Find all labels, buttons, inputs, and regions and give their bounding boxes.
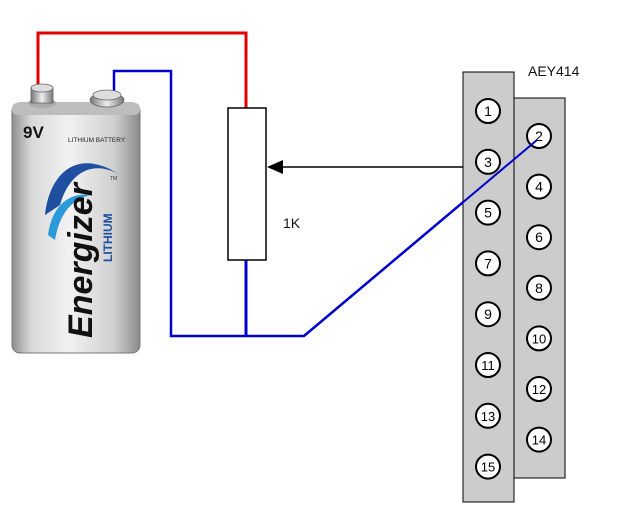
connector-pin-label: 9	[484, 306, 492, 322]
connector-pin-1	[475, 98, 501, 124]
energizer-swoosh-light-icon	[48, 194, 90, 240]
energizer-swoosh-icon	[45, 163, 120, 215]
battery-type-label: LITHIUM BATTERY	[68, 137, 126, 144]
connector-part-label: AEY414	[528, 63, 580, 79]
battery-voltage-label: 9V	[23, 123, 44, 142]
connector-pin-10	[526, 325, 552, 352]
connector-pin-4	[526, 173, 552, 200]
battery-brand-sub: LITHIUM	[101, 213, 115, 262]
battery-9v: 9V LITHIUM BATTERY TM Energizer LITHIUM	[11, 83, 141, 354]
connector-pin-label: 14	[532, 433, 546, 448]
connector-pin-3	[475, 148, 501, 175]
battery-brand: Energizer	[62, 181, 100, 338]
positive-wire	[36, 31, 248, 108]
potentiometer-1k	[227, 107, 267, 261]
positive-terminal	[28, 83, 56, 108]
resistor-value-label: 1K	[283, 215, 301, 231]
connector-pin-label: 4	[535, 179, 543, 195]
wiper-arrow-icon	[267, 160, 283, 174]
connector-pin-label: 12	[532, 382, 546, 397]
connector-pin-label: 6	[535, 229, 543, 245]
connector-pin-label: 1	[484, 103, 492, 119]
connector-pin-5	[475, 199, 501, 226]
negative-terminal	[89, 89, 125, 108]
connector-pin-label: 5	[484, 205, 492, 221]
connector-pin-label: 3	[484, 154, 492, 170]
connector-pin-15	[475, 453, 501, 480]
connector-pin-label: 15	[481, 460, 495, 475]
connector-odd-row	[462, 71, 515, 503]
connector-pin-7	[475, 250, 501, 277]
negative-wire-to-pin2	[303, 139, 538, 337]
connector-pin-label: 11	[481, 358, 495, 373]
connector-pin-13	[475, 402, 501, 429]
connector-pin-14	[526, 426, 552, 453]
connector-pin-11	[475, 352, 501, 378]
connector-pin-label: 8	[535, 280, 543, 296]
connector-pin-label: 13	[481, 409, 495, 424]
connector-pin-9	[475, 301, 501, 328]
connector-pin-8	[526, 274, 552, 301]
connector-pin-2	[526, 123, 552, 149]
connector-pin-label: 2	[535, 128, 543, 144]
battery-trademark: TM	[110, 176, 117, 182]
connector-pin-6	[526, 224, 552, 251]
connector-pin-label: 10	[532, 331, 546, 346]
connector-pin-label: 7	[484, 255, 492, 271]
connector-pin-12	[526, 376, 552, 402]
